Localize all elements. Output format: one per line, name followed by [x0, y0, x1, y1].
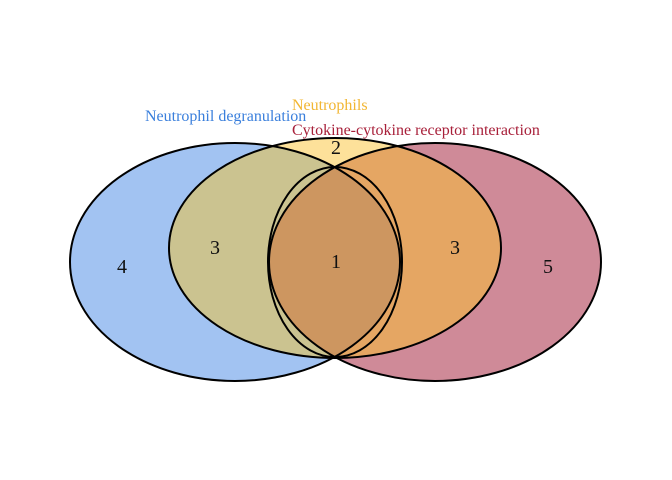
overlap-all-fill	[269, 143, 400, 358]
overlap-degranulation-cytokine-outline	[267, 166, 403, 358]
count-neutrophils-cytokine: 3	[450, 237, 460, 259]
count-cytokine-only: 5	[543, 256, 553, 278]
count-degranulation-neutrophils: 3	[210, 237, 220, 259]
set-label-neutrophils: Neutrophils	[292, 97, 368, 114]
count-all: 1	[331, 251, 341, 273]
count-neutrophils-only: 2	[331, 137, 341, 159]
set-degranulation-outline	[69, 142, 401, 382]
set-label-cytokine: Cytokine-cytokine receptor interaction	[292, 122, 540, 139]
count-degranulation-only: 4	[117, 256, 127, 278]
set-label-degranulation: Neutrophil degranulation	[145, 108, 306, 125]
